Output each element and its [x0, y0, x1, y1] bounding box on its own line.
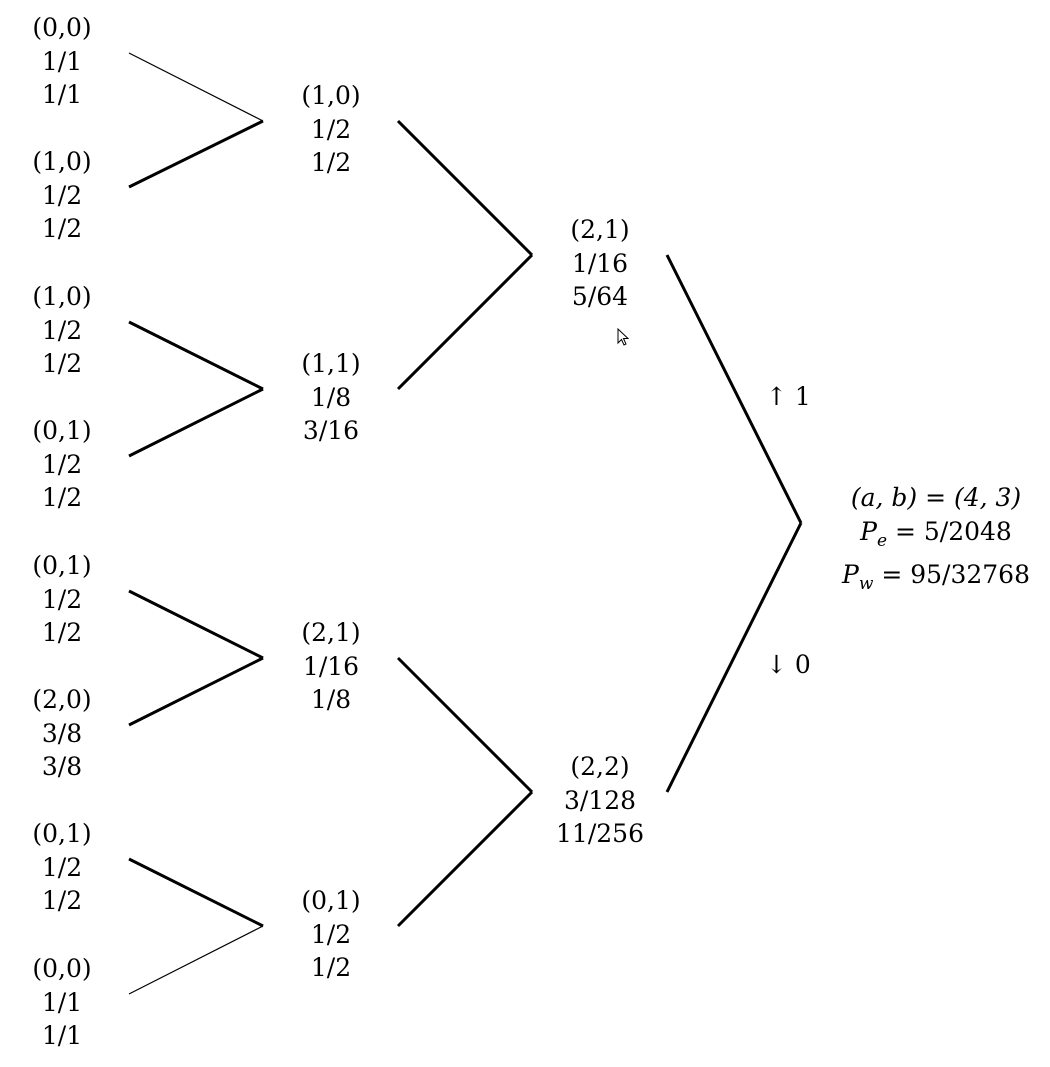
root-ab: (a, b) = (4, 3)	[850, 483, 1022, 512]
leaf-node-7: (0,1) 1/2 1/2	[32, 817, 91, 918]
leaf-node-5: (0,1) 1/2 1/2	[32, 549, 91, 650]
node-pw: 1/2	[310, 953, 352, 982]
edge-a1-to-b1	[396, 119, 534, 257]
node-state: (1,0)	[301, 81, 361, 110]
node-pw: 5/64	[571, 282, 629, 311]
node-pe: 1/16	[302, 651, 360, 681]
branch-label-up: ↑ 1	[766, 382, 811, 411]
node-pe: 1/1	[41, 46, 83, 76]
level2-node-1: (2,1) 1/16 5/64	[570, 213, 629, 314]
node-state: (2,2)	[570, 752, 630, 781]
edge-leaf5-to-a3	[128, 589, 264, 660]
node-state: (0,1)	[32, 819, 92, 848]
edge-leaf4-to-a2	[128, 387, 264, 458]
root-pe-value: = 5/2048	[887, 516, 1012, 546]
node-pw: 3/8	[41, 752, 83, 781]
leaf-node-4: (0,1) 1/2 1/2	[32, 414, 91, 515]
leaf-node-2: (1,0) 1/2 1/2	[32, 145, 91, 246]
node-pw: 1/8	[310, 685, 352, 714]
root-pw-sub: w	[858, 574, 874, 594]
root-node: (a, b) = (4, 3) Pe = 5/2048 Pw = 95/3276…	[842, 481, 1030, 602]
edge-a4-to-b2	[396, 790, 534, 928]
root-pe: Pe = 5/2048	[842, 515, 1030, 559]
edge-leaf2-to-a1	[128, 119, 264, 189]
node-pw: 1/2	[41, 214, 83, 243]
root-pe-sub: e	[876, 530, 888, 551]
node-state: (0,1)	[301, 886, 361, 915]
node-pe: 1/2	[41, 584, 83, 614]
node-pw: 3/16	[302, 416, 360, 445]
node-pw: 1/2	[41, 618, 83, 647]
node-state: (1,0)	[32, 147, 92, 176]
leaf-node-8: (0,0) 1/1 1/1	[32, 952, 91, 1053]
level1-node-1: (1,0) 1/2 1/2	[301, 79, 360, 180]
node-state: (0,0)	[32, 954, 92, 983]
level1-node-4: (0,1) 1/2 1/2	[301, 884, 360, 985]
edge-a2-to-b1	[396, 253, 534, 391]
edge-a3-to-b2	[396, 656, 534, 794]
node-pe: 3/8	[41, 718, 83, 748]
edge-leaf3-to-a2	[128, 320, 264, 391]
root-pw: Pw = 95/32768	[842, 558, 1030, 602]
mouse-pointer-icon	[617, 328, 629, 346]
level2-node-2: (2,2) 3/128 11/256	[556, 750, 644, 851]
node-state: (2,1)	[301, 618, 361, 647]
node-pw: 1/1	[41, 1021, 83, 1050]
level1-node-2: (1,1) 1/8 3/16	[301, 347, 360, 448]
node-state: (2,1)	[570, 215, 630, 244]
node-pe: 1/2	[310, 114, 352, 144]
branch-label-down: ↓ 0	[766, 650, 811, 679]
node-state: (1,0)	[32, 282, 92, 311]
leaf-node-1: (0,0) 1/1 1/1	[32, 11, 91, 112]
edge-leaf1-to-a1	[128, 52, 264, 122]
edge-b1-to-root	[665, 254, 803, 524]
node-pe: 1/2	[310, 919, 352, 949]
node-state: (1,1)	[301, 349, 361, 378]
edge-leaf7-to-a4	[128, 857, 264, 928]
node-pw: 1/2	[310, 148, 352, 177]
node-pe: 1/16	[571, 248, 629, 278]
root-pw-value: = 95/32768	[873, 560, 1030, 589]
node-pw: 1/2	[41, 886, 83, 915]
node-state: (0,1)	[32, 551, 92, 580]
leaf-node-6: (2,0) 3/8 3/8	[32, 683, 91, 784]
node-pe: 1/2	[41, 449, 83, 479]
node-state: (2,0)	[32, 685, 92, 714]
edge-leaf8-to-a4	[128, 925, 264, 995]
edge-leaf6-to-a3	[128, 656, 264, 727]
node-pw: 1/2	[41, 483, 83, 512]
node-pe: 1/2	[41, 852, 83, 882]
node-pe: 3/128	[563, 785, 637, 815]
node-pw: 11/256	[556, 819, 644, 848]
node-pw: 1/1	[41, 80, 83, 109]
node-pe: 1/2	[41, 180, 83, 210]
root-pw-var: P	[842, 560, 859, 589]
leaf-node-3: (1,0) 1/2 1/2	[32, 280, 91, 381]
node-pw: 1/2	[41, 349, 83, 378]
node-pe: 1/1	[41, 987, 83, 1017]
node-pe: 1/2	[41, 315, 83, 345]
node-state: (0,1)	[32, 416, 92, 445]
node-state: (0,0)	[32, 13, 92, 42]
edge-b2-to-root	[665, 522, 803, 793]
level1-node-3: (2,1) 1/16 1/8	[301, 616, 360, 717]
root-pe-var: P	[860, 516, 877, 546]
node-pe: 1/8	[310, 382, 352, 412]
